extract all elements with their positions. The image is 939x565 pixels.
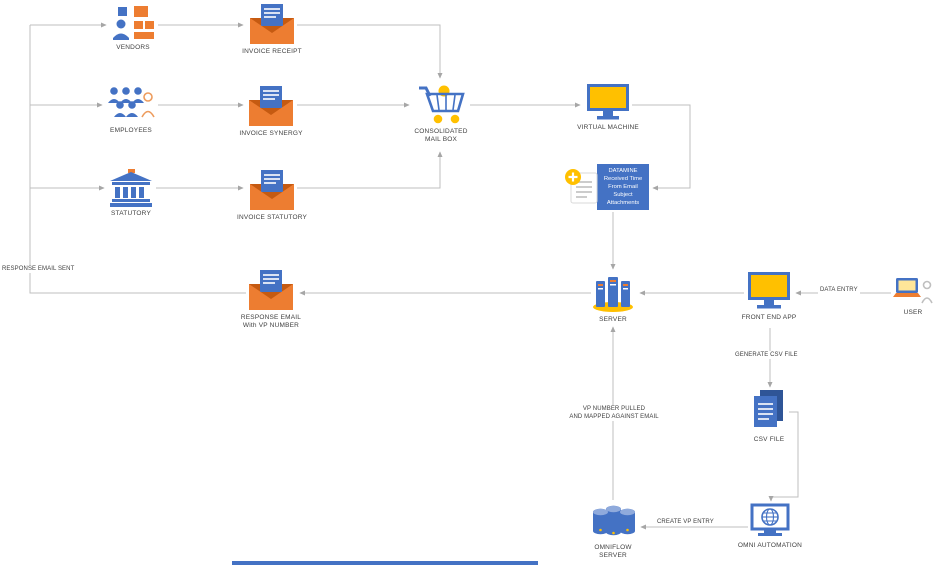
connector-virtual-machine-datamine xyxy=(632,104,691,191)
monitor-icon xyxy=(748,272,790,309)
people-group-icon xyxy=(108,87,155,118)
email-envelope-icon xyxy=(250,170,294,210)
laptop-person-icon xyxy=(893,278,933,304)
node-label: VIRTUAL MACHINE xyxy=(576,124,640,133)
node-server[interactable]: SERVER xyxy=(573,273,653,325)
node-label: FRONT END APP xyxy=(740,314,798,323)
node-employees[interactable]: EMPLOYEES xyxy=(91,84,171,136)
node-response-email[interactable]: RESPONSE EMAIL With VP NUMBER xyxy=(231,269,311,331)
node-statutory[interactable]: STATUTORY xyxy=(91,169,171,219)
edge-label-response-email-sent: RESPONSE EMAIL SENT xyxy=(2,265,75,274)
monitor-icon xyxy=(587,84,629,120)
connector-invoice-receipt-mailbox xyxy=(297,24,443,79)
node-omni-automation[interactable]: OMNI AUTOMATION xyxy=(725,503,815,551)
node-user[interactable]: USER xyxy=(873,276,939,318)
node-omniflow-server[interactable]: OMNIFLOW SERVER xyxy=(573,503,653,561)
node-invoice-receipt[interactable]: INVOICE RECEIPT xyxy=(232,3,312,57)
stacked-documents-icon xyxy=(754,390,783,427)
database-cylinders-icon xyxy=(593,505,635,536)
node-label: SERVER xyxy=(598,316,628,325)
node-consolidated-mailbox[interactable]: CONSOLIDATED MAIL BOX xyxy=(401,83,481,145)
node-csv-file[interactable]: CSV FILE xyxy=(729,389,809,445)
node-label: OMNI AUTOMATION xyxy=(736,542,804,551)
node-label: INVOICE RECEIPT xyxy=(241,48,303,57)
node-label: EMPLOYEES xyxy=(109,127,153,136)
node-invoice-statutory[interactable]: INVOICE STATUTORY xyxy=(232,169,312,223)
bank-building-icon xyxy=(110,169,152,207)
node-label: INVOICE STATUTORY xyxy=(235,214,309,223)
node-label: STATUTORY xyxy=(110,210,152,219)
node-invoice-synergy[interactable]: INVOICE SYNERGY xyxy=(231,85,311,139)
people-blocks-icon xyxy=(113,6,154,40)
node-label: CONSOLIDATED MAIL BOX xyxy=(413,128,469,145)
datamine-box[interactable]: DATAMINE Received Time From Email Subjec… xyxy=(597,164,649,210)
computer-globe-icon xyxy=(750,503,790,536)
node-label: VENDORS xyxy=(115,44,151,53)
email-envelope-icon xyxy=(249,86,293,126)
document-plus-icon xyxy=(565,169,598,204)
edge-label-generate-csv-file: GENERATE CSV FILE xyxy=(733,351,800,360)
node-label: CSV FILE xyxy=(752,436,786,445)
node-label: USER xyxy=(902,309,924,318)
datamine-label: DATAMINE Received Time From Email Subjec… xyxy=(603,167,643,207)
node-vendors[interactable]: VENDORS xyxy=(93,5,173,53)
bottom-blue-strip xyxy=(232,561,538,565)
server-towers-icon xyxy=(593,277,633,312)
edge-label-create-vp-entry: CREATE VP ENTRY xyxy=(655,518,716,527)
email-envelope-icon xyxy=(249,270,293,310)
node-label: RESPONSE EMAIL With VP NUMBER xyxy=(239,314,303,331)
edge-label-data-entry: DATA ENTRY xyxy=(818,286,860,295)
connector-response-feedback-trunk xyxy=(29,25,246,294)
connector-csv-omni-automation xyxy=(768,411,799,502)
edge-label-vp-number-pulled: VP NUMBER PULLED AND MAPPED AGAINST EMAI… xyxy=(552,405,676,422)
shopping-cart-icon xyxy=(419,85,465,124)
node-label: OMNIFLOW SERVER xyxy=(593,544,633,561)
node-front-end-app[interactable]: FRONT END APP xyxy=(729,271,809,323)
node-virtual-machine[interactable]: VIRTUAL MACHINE xyxy=(568,83,648,133)
node-label: INVOICE SYNERGY xyxy=(238,130,304,139)
email-envelope-icon xyxy=(250,4,294,44)
connector-invoice-statutory-mailbox xyxy=(297,151,443,189)
